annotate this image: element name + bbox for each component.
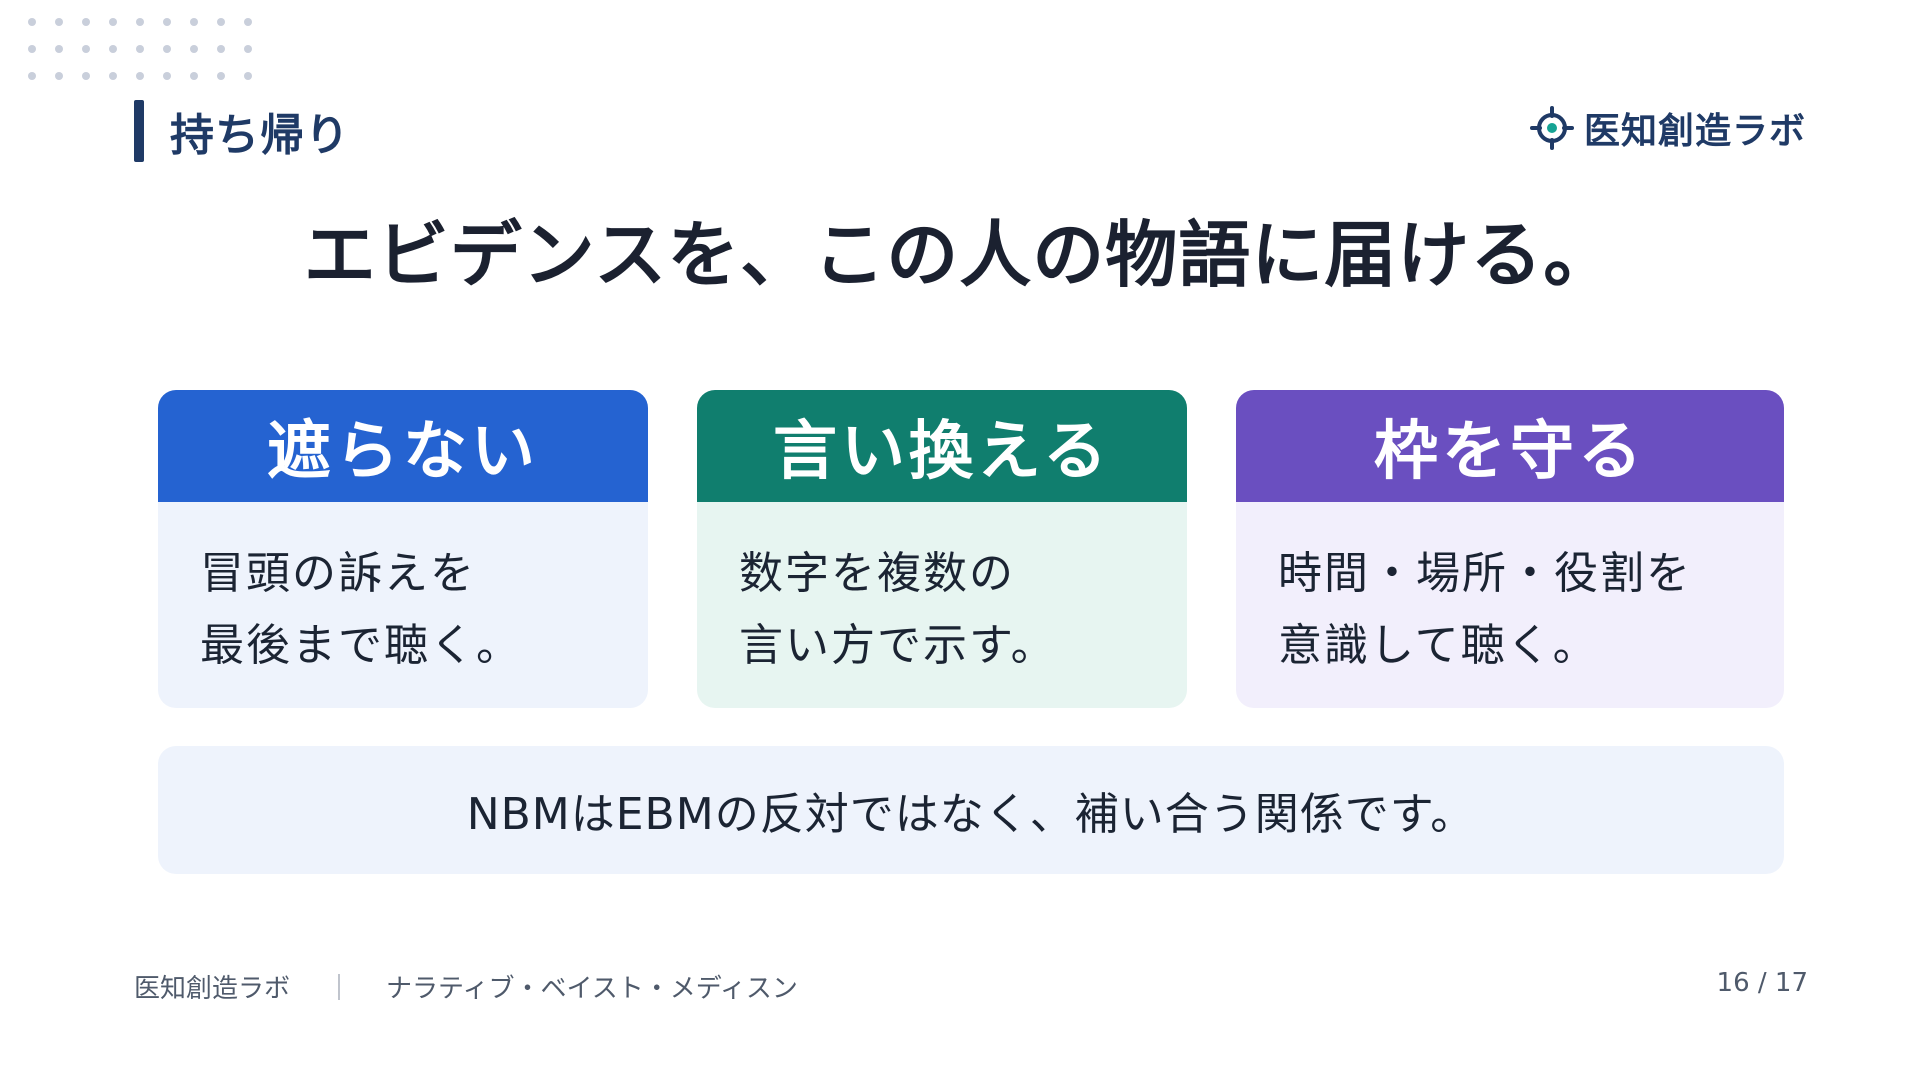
card-body: 数字を複数の 言い方で示す。 [697,502,1187,682]
section-accent-bar [134,100,144,162]
card-line: 言い方で示す。 [739,620,1057,671]
card-body: 冒頭の訴えを 最後まで聴く。 [158,502,648,682]
card-line: 時間・場所・役割を [1278,548,1692,599]
summary-note: NBMはEBMの反対ではなく、補い合う関係です。 [158,746,1784,874]
footer: 医知創造ラボ ｜ ナラティブ・ベイスト・メディスン [134,968,798,1005]
card-no-interrupt: 遮らない 冒頭の訴えを 最後まで聴く。 [158,390,648,708]
card-line: 数字を複数の [739,548,1015,599]
card-title: 遮らない [158,390,648,502]
brand-logo: 医知創造ラボ [1529,102,1806,154]
card-title: 枠を守る [1236,390,1784,502]
section-tag: 持ち帰り [134,100,350,162]
brand-name: 医知創造ラボ [1583,111,1806,152]
card-body: 時間・場所・役割を 意識して聴く。 [1236,502,1784,682]
card-line: 意識して聴く。 [1278,620,1599,671]
dot-grid-decoration [28,18,252,80]
summary-note-text: NBMはEBMの反対ではなく、補い合う関係です。 [466,789,1476,840]
card-rephrase: 言い換える 数字を複数の 言い方で示す。 [697,390,1187,708]
crosshair-logo-icon [1529,106,1574,150]
page-number: 16 / 17 [1716,968,1808,998]
footer-series-title: ナラティブ・ベイスト・メディスン [386,974,798,1004]
card-keep-frame: 枠を守る 時間・場所・役割を 意識して聴く。 [1236,390,1784,708]
card-line: 最後まで聴く。 [200,620,522,671]
section-label: 持ち帰り [170,110,350,161]
card-title: 言い換える [697,390,1187,502]
card-line: 冒頭の訴えを [200,548,476,599]
slide-headline: エビデンスを、この人の物語に届ける。 [303,213,1617,297]
footer-brand: 医知創造ラボ [134,974,291,1004]
footer-separator: ｜ [326,974,353,1004]
